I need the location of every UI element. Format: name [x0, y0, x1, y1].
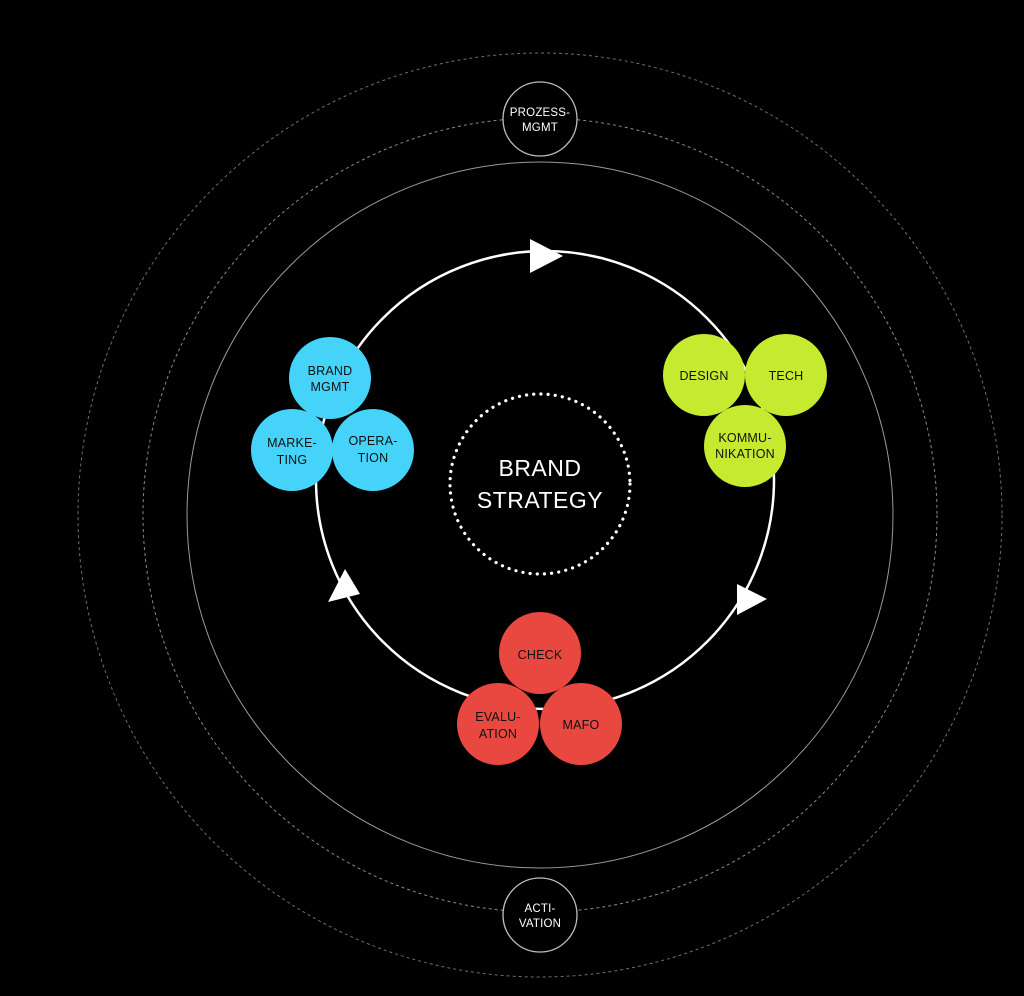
cycle-arrow-top-icon — [530, 239, 563, 273]
node-activation-line-1: ACTI- — [524, 903, 555, 915]
node-brand-mgmt-line-2: MGMT — [311, 380, 350, 394]
node-operation-circle — [332, 409, 414, 491]
node-design-label: DESIGN — [679, 369, 728, 383]
center-label-line-1: BRAND — [498, 455, 581, 481]
node-check-label: CHECK — [518, 648, 563, 662]
node-kommunikation-circle — [704, 405, 786, 487]
node-marketing-line-1: MARKE- — [267, 436, 317, 450]
node-design-circle — [663, 334, 745, 416]
inner-thin-ring — [186, 161, 894, 869]
node-prozess-mgmt-line-1: PROZESS- — [510, 107, 570, 119]
node-mafo-circle — [540, 683, 622, 765]
node-activation: ACTI- VATION — [502, 877, 578, 953]
node-evaluation-line-1: EVALU- — [475, 710, 520, 724]
middle-dashed-ring — [142, 117, 938, 913]
node-marketing-circle — [251, 409, 333, 491]
center-label: BRAND STRATEGY — [477, 455, 603, 513]
cluster-red: CHECK EVALU- ATION MAFO — [457, 612, 622, 765]
center-label-line-2: STRATEGY — [477, 487, 603, 513]
node-kommunikation-line-1: KOMMU- — [718, 431, 771, 445]
cluster-blue: BRAND MGMT MARKE- TING OPERA- TION — [251, 337, 414, 491]
node-operation-line-1: OPERA- — [348, 434, 397, 448]
node-activation-circle — [502, 877, 578, 953]
node-marketing-line-2: TING — [277, 453, 308, 467]
node-prozess-mgmt: PROZESS- MGMT — [502, 81, 578, 157]
outer-dashed-ring — [77, 52, 1003, 978]
node-evaluation-line-2: ATION — [479, 727, 517, 741]
node-tech-circle — [745, 334, 827, 416]
cycle-arrow-right-icon — [737, 584, 767, 615]
node-mafo-label: MAFO — [563, 718, 600, 732]
center-dotted-ring — [448, 392, 632, 576]
node-activation-line-2: VATION — [519, 918, 561, 930]
node-tech-label: TECH — [769, 369, 804, 383]
node-kommunikation-line-2: NIKATION — [715, 447, 775, 461]
node-check-circle — [499, 612, 581, 694]
node-prozess-mgmt-line-2: MGMT — [522, 122, 558, 134]
node-operation-line-2: TION — [358, 451, 389, 465]
node-prozess-mgmt-circle — [502, 81, 578, 157]
node-brand-mgmt-circle — [289, 337, 371, 419]
cluster-lime: DESIGN TECH KOMMU- NIKATION — [663, 334, 827, 487]
cycle-arrow-left-icon — [328, 569, 360, 602]
node-evaluation-circle — [457, 683, 539, 765]
node-brand-mgmt-line-1: BRAND — [308, 364, 353, 378]
